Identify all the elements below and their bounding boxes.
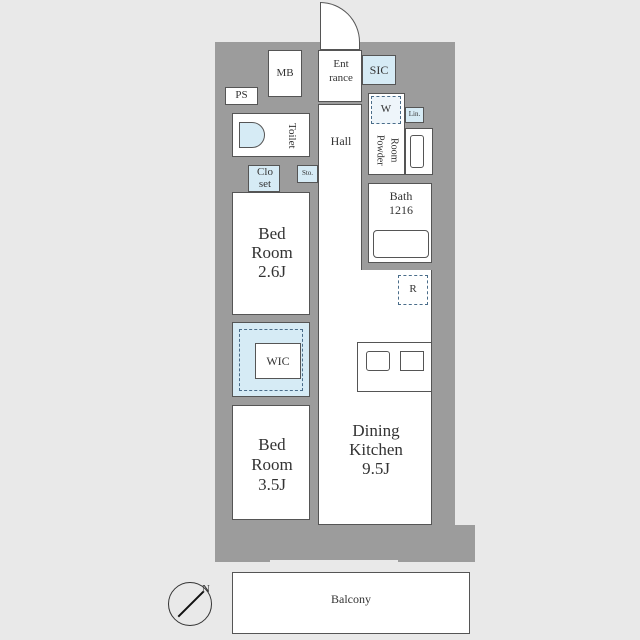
closet-label-2: set (258, 178, 272, 190)
closet-label-1: Clo (257, 166, 273, 178)
room-toilet: Toilet (232, 113, 310, 157)
washer-space: W (371, 96, 401, 124)
powder-label-2: Room (388, 137, 400, 163)
wall-bottom-left (215, 520, 270, 562)
entrance-label-1: Ent (333, 58, 349, 70)
kitchen-counter (357, 342, 432, 392)
linen-closet: Lin. (405, 107, 424, 123)
bathtub-icon (373, 230, 429, 258)
balcony: Balcony (232, 572, 470, 634)
wall-top-right (440, 42, 455, 92)
bedroom1-label-1: Bed (258, 224, 286, 243)
room-wic: WIC (232, 322, 310, 397)
room-ps: PS (225, 87, 258, 105)
entrance-door (320, 2, 360, 50)
north-arrow-icon: N (168, 582, 212, 626)
wall-bottom-right (398, 525, 475, 562)
refrigerator-space: R (398, 275, 428, 305)
powder-label-1: Powder (374, 134, 386, 166)
bedroom2-label-2: Room (251, 455, 293, 474)
wash-basin (405, 128, 433, 175)
bedroom2-label-1: Bed (258, 435, 286, 454)
entrance-label-2: rance (329, 72, 353, 84)
room-entrance: Ent rance (318, 50, 362, 102)
refrigerator-label: R (409, 283, 417, 296)
dk-label-3: 9.5J (362, 459, 390, 478)
room-bedroom-2: Bed Room 3.5J (232, 405, 310, 520)
room-powder: W Powder Room (368, 93, 405, 175)
bedroom1-label-2: Room (251, 243, 293, 262)
room-bath: Bath 1216 (368, 183, 432, 263)
toilet-icon (239, 122, 265, 148)
wic-shelf (239, 329, 303, 391)
mb-label: MB (276, 66, 294, 79)
dk-label-1: Dining (352, 421, 400, 440)
bedroom2-label-3: 3.5J (258, 475, 286, 494)
bath-label-2: 1216 (389, 203, 413, 217)
storage-label: Sto. (301, 169, 314, 178)
basin-icon (410, 135, 424, 168)
wic-inner: WIC (255, 343, 301, 379)
room-hall: Hall (318, 104, 362, 272)
ps-label: PS (235, 89, 248, 102)
linen-label: Lin. (408, 110, 421, 119)
sic-label: SIC (369, 62, 389, 77)
room-mb: MB (268, 50, 302, 97)
toilet-label: Toilet (285, 123, 298, 149)
room-bedroom-1: Bed Room 2.6J (232, 192, 310, 315)
bedroom1-label-3: 2.6J (258, 262, 286, 281)
closet: Clo set (248, 165, 280, 192)
storage: Sto. (297, 165, 318, 183)
washer-label: W (380, 103, 392, 116)
wic-label: WIC (266, 353, 290, 368)
room-dining-kitchen: Dining Kitchen 9.5J (318, 270, 432, 525)
north-label: N (202, 583, 210, 596)
balcony-label: Balcony (331, 592, 371, 606)
dk-label-2: Kitchen (349, 440, 403, 459)
room-sic: SIC (362, 55, 396, 85)
hall-label: Hall (330, 134, 352, 148)
sink-icon (366, 351, 390, 371)
stove-icon (400, 351, 424, 371)
bath-label-1: Bath (389, 189, 413, 203)
